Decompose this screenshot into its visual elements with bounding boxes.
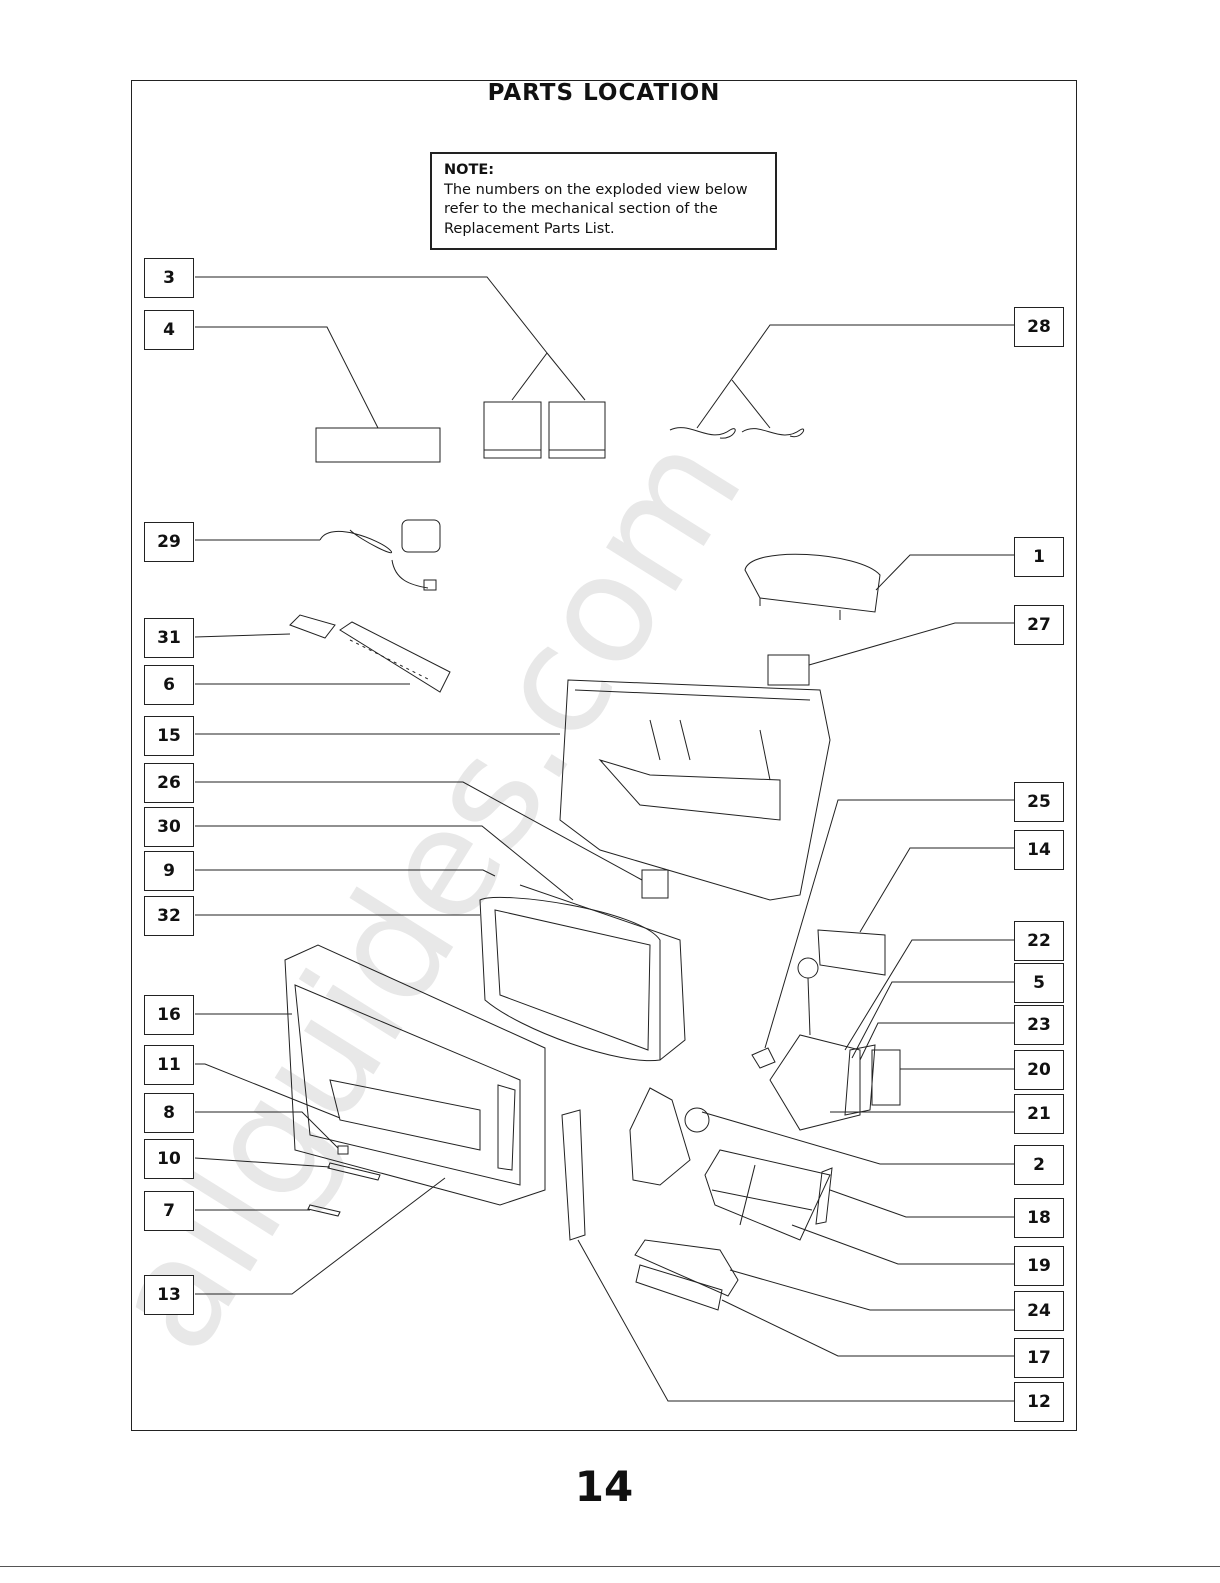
speaker-pair (484, 402, 605, 458)
part-label-20: 20 (1014, 1050, 1064, 1090)
label-card (768, 655, 809, 685)
chassis-parts (630, 930, 900, 1310)
part-label-1: 1 (1014, 537, 1064, 577)
part-label-5: 5 (1014, 963, 1064, 1003)
part-label-12: 12 (1014, 1382, 1064, 1422)
back-cabinet (560, 680, 830, 900)
part-label-15: 15 (144, 716, 194, 756)
front-cabinet (285, 945, 545, 1205)
part-label-8: 8 (144, 1093, 194, 1133)
part-label-7: 7 (144, 1191, 194, 1231)
remote-control (290, 615, 450, 692)
part-label-9: 9 (144, 851, 194, 891)
part-label-27: 27 (1014, 605, 1064, 645)
part-label-17: 17 (1014, 1338, 1064, 1378)
part-label-10: 10 (144, 1139, 194, 1179)
part-label-19: 19 (1014, 1246, 1064, 1286)
part-label-16: 16 (144, 995, 194, 1035)
part-label-6: 6 (144, 665, 194, 705)
leader-lines-left (195, 277, 642, 1294)
part-label-13: 13 (144, 1275, 194, 1315)
center-speaker (316, 428, 440, 462)
part-label-26: 26 (144, 763, 194, 803)
part-label-3: 3 (144, 258, 194, 298)
part-label-31: 31 (144, 618, 194, 658)
part-label-23: 23 (1014, 1005, 1064, 1045)
part-label-22: 22 (1014, 921, 1064, 961)
part-label-14: 14 (1014, 830, 1064, 870)
speaker-cables (670, 428, 804, 439)
side-panel (562, 1110, 585, 1240)
part-label-25: 25 (1014, 782, 1064, 822)
part-label-21: 21 (1014, 1094, 1064, 1134)
part-label-4: 4 (144, 310, 194, 350)
part-label-32: 32 (144, 896, 194, 936)
sound-bar (745, 554, 880, 620)
part-label-28: 28 (1014, 307, 1064, 347)
part-label-30: 30 (144, 807, 194, 847)
page-number: 14 (0, 1462, 1208, 1511)
small-board (642, 870, 668, 898)
picture-tube (480, 885, 685, 1061)
part-label-18: 18 (1014, 1198, 1064, 1238)
mains-cable (320, 520, 440, 590)
part-label-29: 29 (144, 522, 194, 562)
bottom-rule (0, 1566, 1220, 1567)
part-label-2: 2 (1014, 1145, 1064, 1185)
part-label-11: 11 (144, 1045, 194, 1085)
part-label-24: 24 (1014, 1291, 1064, 1331)
